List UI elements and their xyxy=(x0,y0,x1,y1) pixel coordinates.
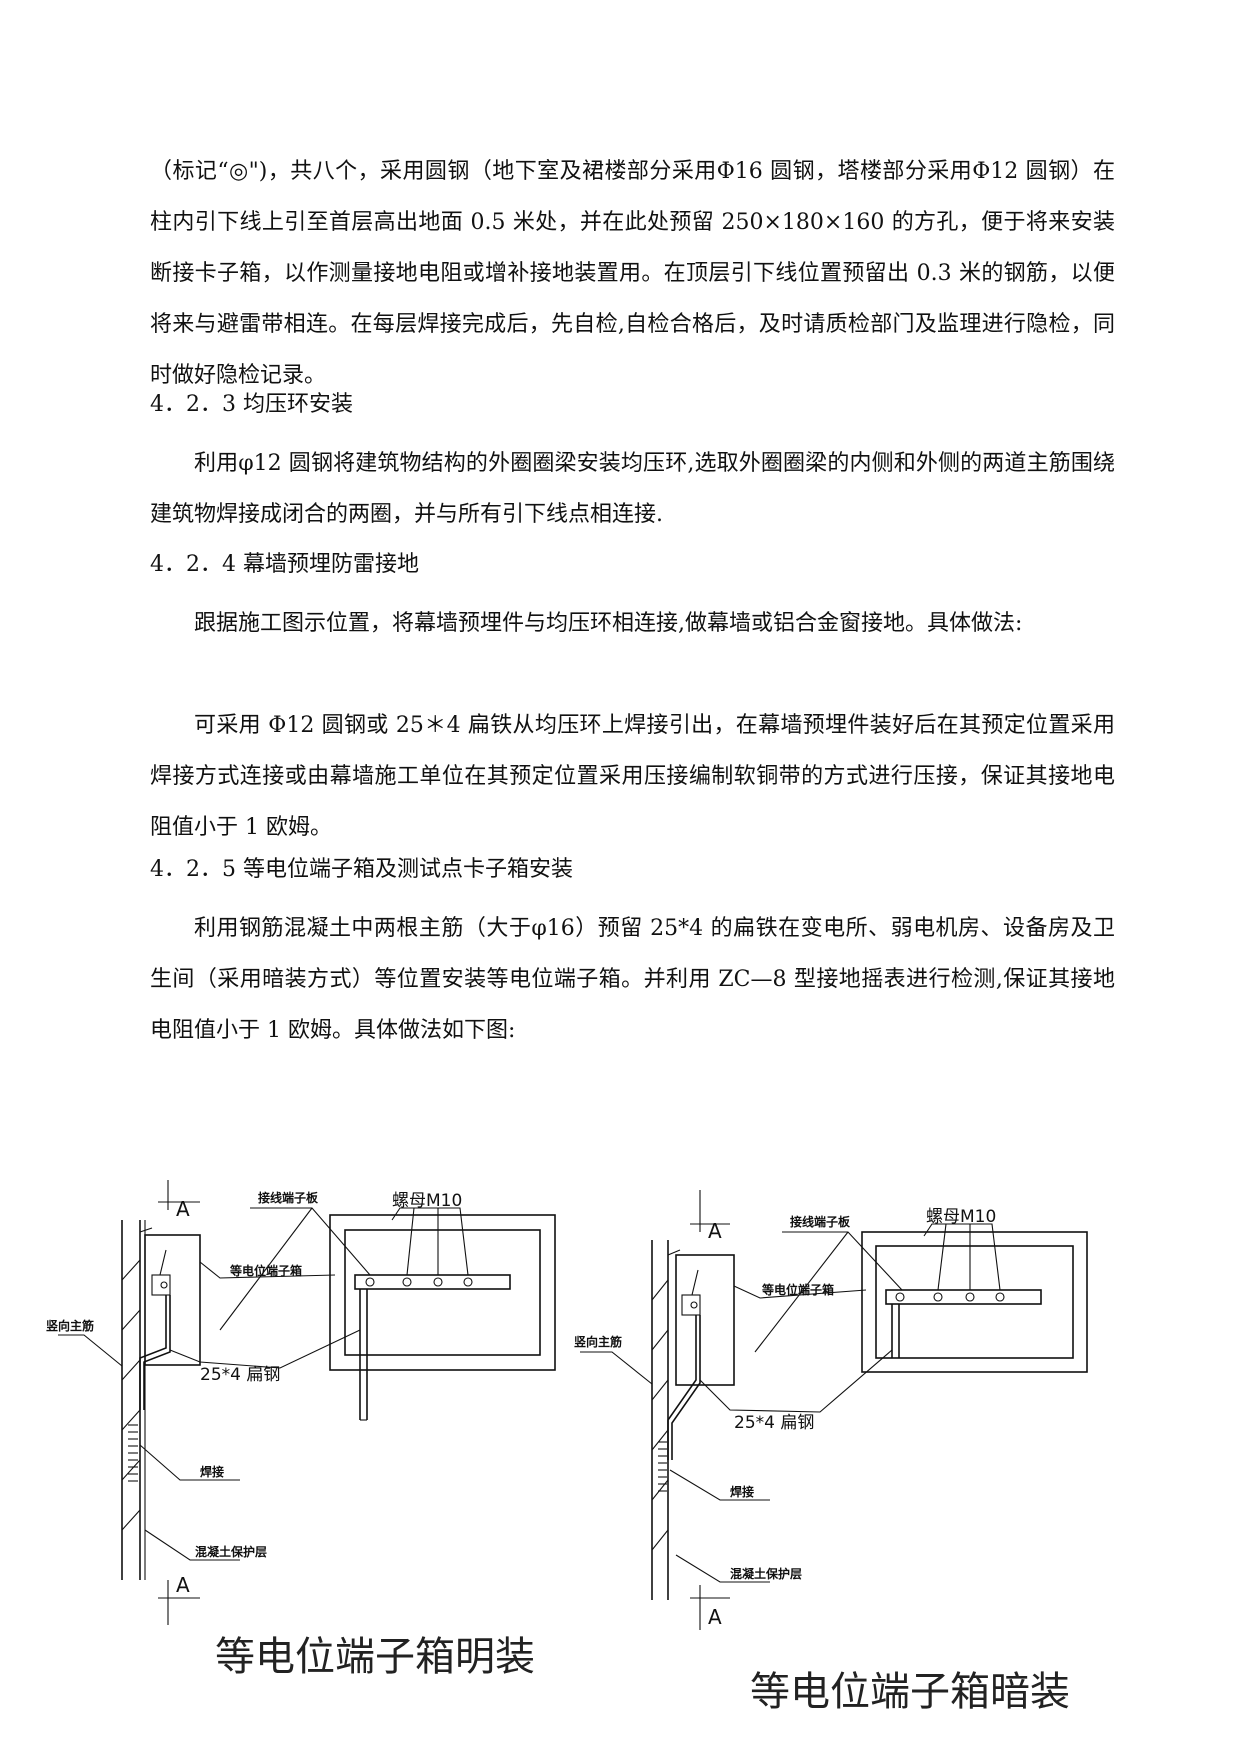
label-main-rebar-left: 竖向主筋 xyxy=(46,1318,94,1333)
label-cover-left: 混凝土保护层 xyxy=(195,1544,267,1559)
label-nut-right: 螺母M10 xyxy=(926,1207,996,1227)
label-flat-steel-right: 25*4 扁钢 xyxy=(734,1413,814,1433)
label-weld-left: 焊接 xyxy=(200,1464,224,1479)
paragraph-equipotential-box: 利用钢筋混凝土中两根主筋（大于φ16）预留 25*4 的扁铁在变电所、弱电机房、… xyxy=(150,916,1115,1043)
label-nut-left: 螺母M10 xyxy=(392,1191,462,1211)
weld-marks-right xyxy=(658,1441,667,1492)
equipotential-box-figure: A A xyxy=(40,1180,1200,1740)
section-mark-bottom-right: A xyxy=(708,1605,722,1629)
heading-4-2-3: 4．2．3 均压环安装 xyxy=(150,392,353,417)
section-mark-top-right: A xyxy=(708,1219,722,1243)
paragraph-equalizing-ring: 利用φ12 圆钢将建筑物结构的外圈圈梁安装均压环,选取外圈圈梁的内侧和外侧的两道… xyxy=(150,451,1115,527)
concealed-mount-drawing: A A xyxy=(574,1190,1088,1715)
weld-marks-left xyxy=(128,1424,138,1482)
caption-surface-mount: 等电位端子箱明装 xyxy=(215,1634,535,1680)
caption-concealed-mount: 等电位端子箱暗装 xyxy=(750,1669,1070,1715)
label-terminal-board-right: 接线端子板 xyxy=(790,1214,851,1229)
label-main-rebar-right: 竖向主筋 xyxy=(574,1334,622,1349)
section-mark-top-left: A xyxy=(176,1197,190,1221)
paragraph-curtain-wall-method: 可采用 Φ12 圆钢或 25＊4 扁铁从均压环上焊接引出，在幕墙预埋件装好后在其… xyxy=(150,713,1115,840)
label-cover-right: 混凝土保护层 xyxy=(730,1566,802,1581)
label-flat-steel-left: 25*4 扁钢 xyxy=(200,1365,280,1385)
surface-mount-drawing: A A xyxy=(46,1180,556,1680)
heading-4-2-4: 4．2．4 幕墙预埋防雷接地 xyxy=(150,552,419,577)
heading-4-2-5: 4．2．5 等电位端子箱及测试点卡子箱安装 xyxy=(150,857,573,882)
label-box-left: 等电位端子箱 xyxy=(229,1263,302,1278)
section-mark-bottom-left: A xyxy=(176,1573,190,1597)
paragraph-downconductor: （标记“◎")，共八个，采用圆钢（地下室及裙楼部分采用Φ16 圆钢，塔楼部分采用… xyxy=(150,159,1115,388)
label-terminal-board-left: 接线端子板 xyxy=(258,1190,319,1205)
label-weld-right: 焊接 xyxy=(730,1484,754,1499)
label-box-right: 等电位端子箱 xyxy=(761,1282,834,1297)
paragraph-curtain-wall-intro: 跟据施工图示位置，将幕墙预埋件与均压环相连接,做幕墙或铝合金窗接地。具体做法: xyxy=(194,611,1023,636)
